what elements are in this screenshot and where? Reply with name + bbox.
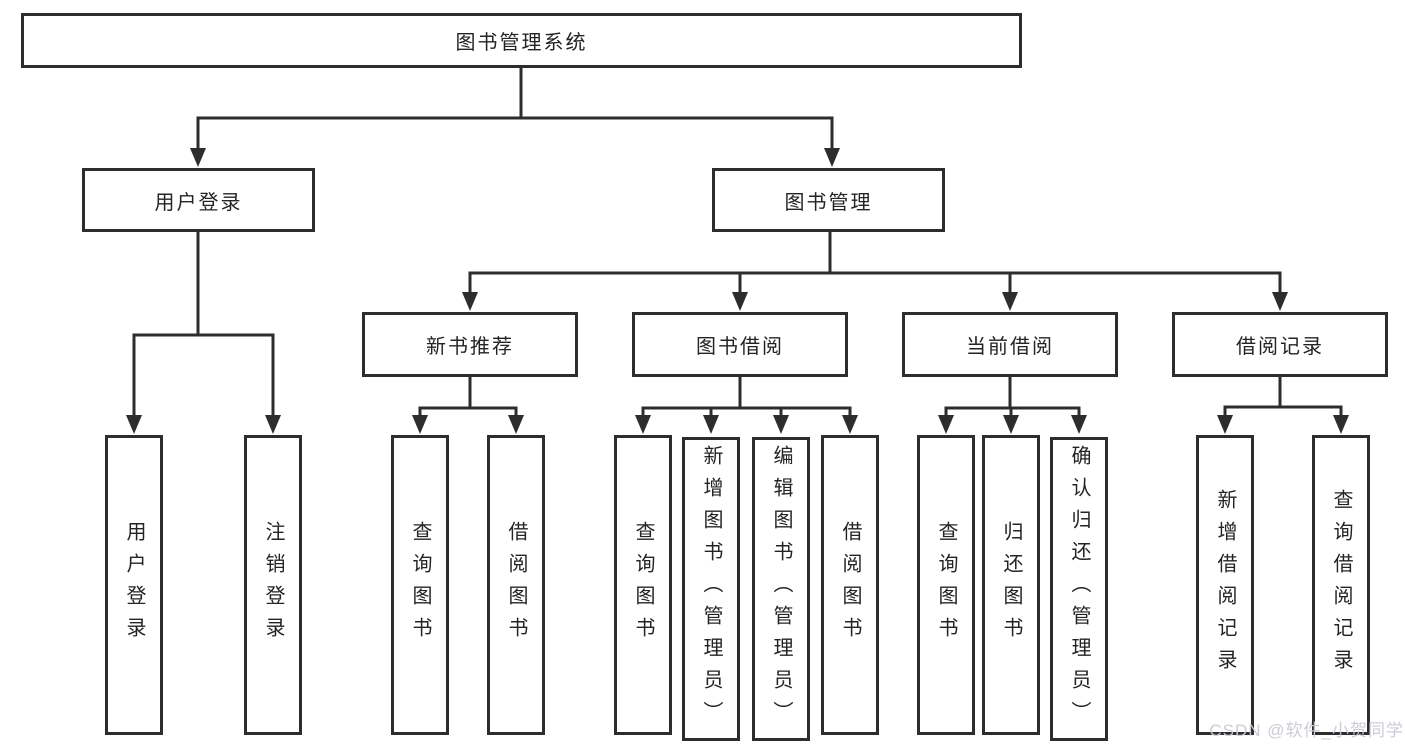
leaf-return-books: 归还图书	[982, 435, 1040, 735]
leaf-query-books-current-label: 查询图书	[935, 521, 957, 649]
node-book-borrow: 图书借阅	[632, 312, 848, 377]
leaf-query-books-recommend: 查询图书	[391, 435, 449, 735]
watermark-text: CSDN @软件_小贺同学	[1209, 721, 1404, 740]
leaf-borrow-books-recommend: 借阅图书	[487, 435, 545, 735]
leaf-edit-books-admin: 编辑图书（管理员）	[752, 437, 810, 741]
leaf-query-books-borrow: 查询图书	[614, 435, 672, 735]
node-new-book-recommend: 新书推荐	[362, 312, 578, 377]
leaf-confirm-return-admin-label: 确认归还（管理员）	[1068, 445, 1090, 733]
leaf-add-books-admin: 新增图书（管理员）	[682, 437, 740, 741]
node-book-management-label: 图书管理	[784, 191, 873, 214]
leaf-add-borrow-record: 新增借阅记录	[1196, 435, 1254, 735]
node-borrow-records: 借阅记录	[1172, 312, 1388, 377]
leaf-logout: 注销登录	[244, 435, 302, 735]
node-new-book-recommend-label: 新书推荐	[426, 336, 514, 358]
node-root-label: 图书管理系统	[455, 32, 588, 54]
leaf-query-books-recommend-label: 查询图书	[409, 521, 431, 649]
node-user-login-label: 用户登录	[154, 191, 243, 214]
node-current-borrow: 当前借阅	[902, 312, 1118, 377]
leaf-add-books-admin-label: 新增图书（管理员）	[700, 445, 722, 733]
leaf-query-books-current: 查询图书	[917, 435, 975, 735]
leaf-return-books-label: 归还图书	[1000, 521, 1022, 649]
leaf-query-borrow-record: 查询借阅记录	[1312, 435, 1370, 735]
leaf-borrow-books-recommend-label: 借阅图书	[505, 521, 527, 649]
leaf-user-login: 用户登录	[105, 435, 163, 735]
node-root-system: 图书管理系统	[21, 13, 1022, 68]
node-book-management: 图书管理	[712, 168, 945, 232]
leaf-user-login-label: 用户登录	[123, 521, 145, 649]
leaf-confirm-return-admin: 确认归还（管理员）	[1050, 437, 1108, 741]
leaf-query-books-borrow-label: 查询图书	[632, 521, 654, 649]
arrowheads	[126, 148, 1349, 434]
leaf-edit-books-admin-label: 编辑图书（管理员）	[770, 445, 792, 733]
leaf-logout-label: 注销登录	[262, 521, 284, 649]
leaf-add-borrow-record-label: 新增借阅记录	[1214, 489, 1236, 681]
node-book-borrow-label: 图书借阅	[696, 336, 784, 358]
leaf-query-borrow-record-label: 查询借阅记录	[1330, 489, 1352, 681]
leaf-borrow-books: 借阅图书	[821, 435, 879, 735]
node-user-login: 用户登录	[82, 168, 315, 232]
node-borrow-records-label: 借阅记录	[1236, 336, 1324, 358]
node-current-borrow-label: 当前借阅	[966, 336, 1054, 358]
leaf-borrow-books-label: 借阅图书	[839, 521, 861, 649]
